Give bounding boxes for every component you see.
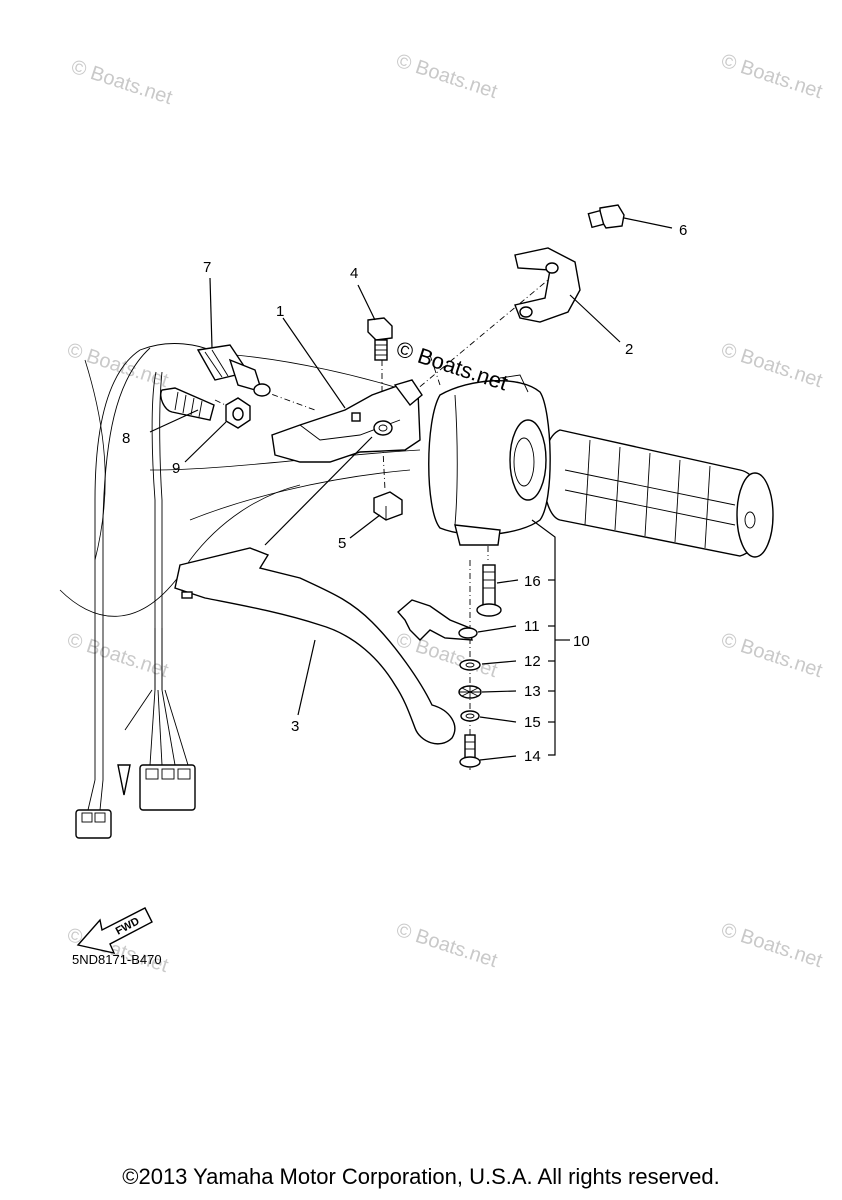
callout-2: 2: [625, 341, 633, 358]
callout-7: 7: [203, 259, 211, 276]
callout-10: 10: [573, 633, 590, 650]
callout-5: 5: [338, 535, 346, 552]
part-10-switch-assembly: [428, 374, 774, 558]
part-7-cable-adjuster: [196, 344, 271, 397]
callout-13: 13: [524, 683, 541, 700]
part-1-lever-holder: [271, 379, 423, 463]
part-9-locknut: [225, 397, 251, 429]
handlebar-outline: [59, 354, 421, 617]
switch-hardware: [397, 564, 502, 768]
callout-4: 4: [350, 265, 358, 282]
wire-harness: [75, 343, 216, 839]
part-3-lever: [174, 547, 456, 745]
callout-6: 6: [679, 222, 687, 239]
watermark: © Boats.net: [718, 919, 825, 972]
diagram-code: 5ND8171-B470: [72, 952, 162, 967]
part-5-nut: [373, 491, 403, 521]
watermark: © Boats.net: [393, 50, 500, 103]
part-8-adjuster-screw: [160, 387, 215, 421]
callout-9: 9: [172, 460, 180, 477]
watermark: © Boats.net: [68, 56, 175, 109]
watermark: © Boats.net: [64, 339, 171, 392]
part-4-pivot-bolt: [367, 317, 393, 361]
callout-14: 14: [524, 748, 541, 765]
watermark: © Boats.net: [718, 339, 825, 392]
callout-16: 16: [524, 573, 541, 590]
watermark: © Boats.net: [393, 919, 500, 972]
callout-1: 1: [276, 303, 284, 320]
leader-lines: [149, 217, 673, 761]
part-2-clamp: [514, 247, 581, 323]
callout-3: 3: [291, 718, 299, 735]
callout-8: 8: [122, 430, 130, 447]
copyright-text: ©2013 Yamaha Motor Corporation, U.S.A. A…: [122, 1164, 720, 1189]
part-6-screw: [587, 204, 625, 229]
watermark: © Boats.net: [718, 629, 825, 682]
watermark: © Boats.net: [718, 50, 825, 103]
callout-12: 12: [524, 653, 541, 670]
callout-labels: 1 2 3 4 5 6 7 8 9 10 11 12 13 14 15 16: [122, 222, 687, 765]
callout-11: 11: [524, 618, 540, 635]
callout-15: 15: [524, 714, 541, 731]
